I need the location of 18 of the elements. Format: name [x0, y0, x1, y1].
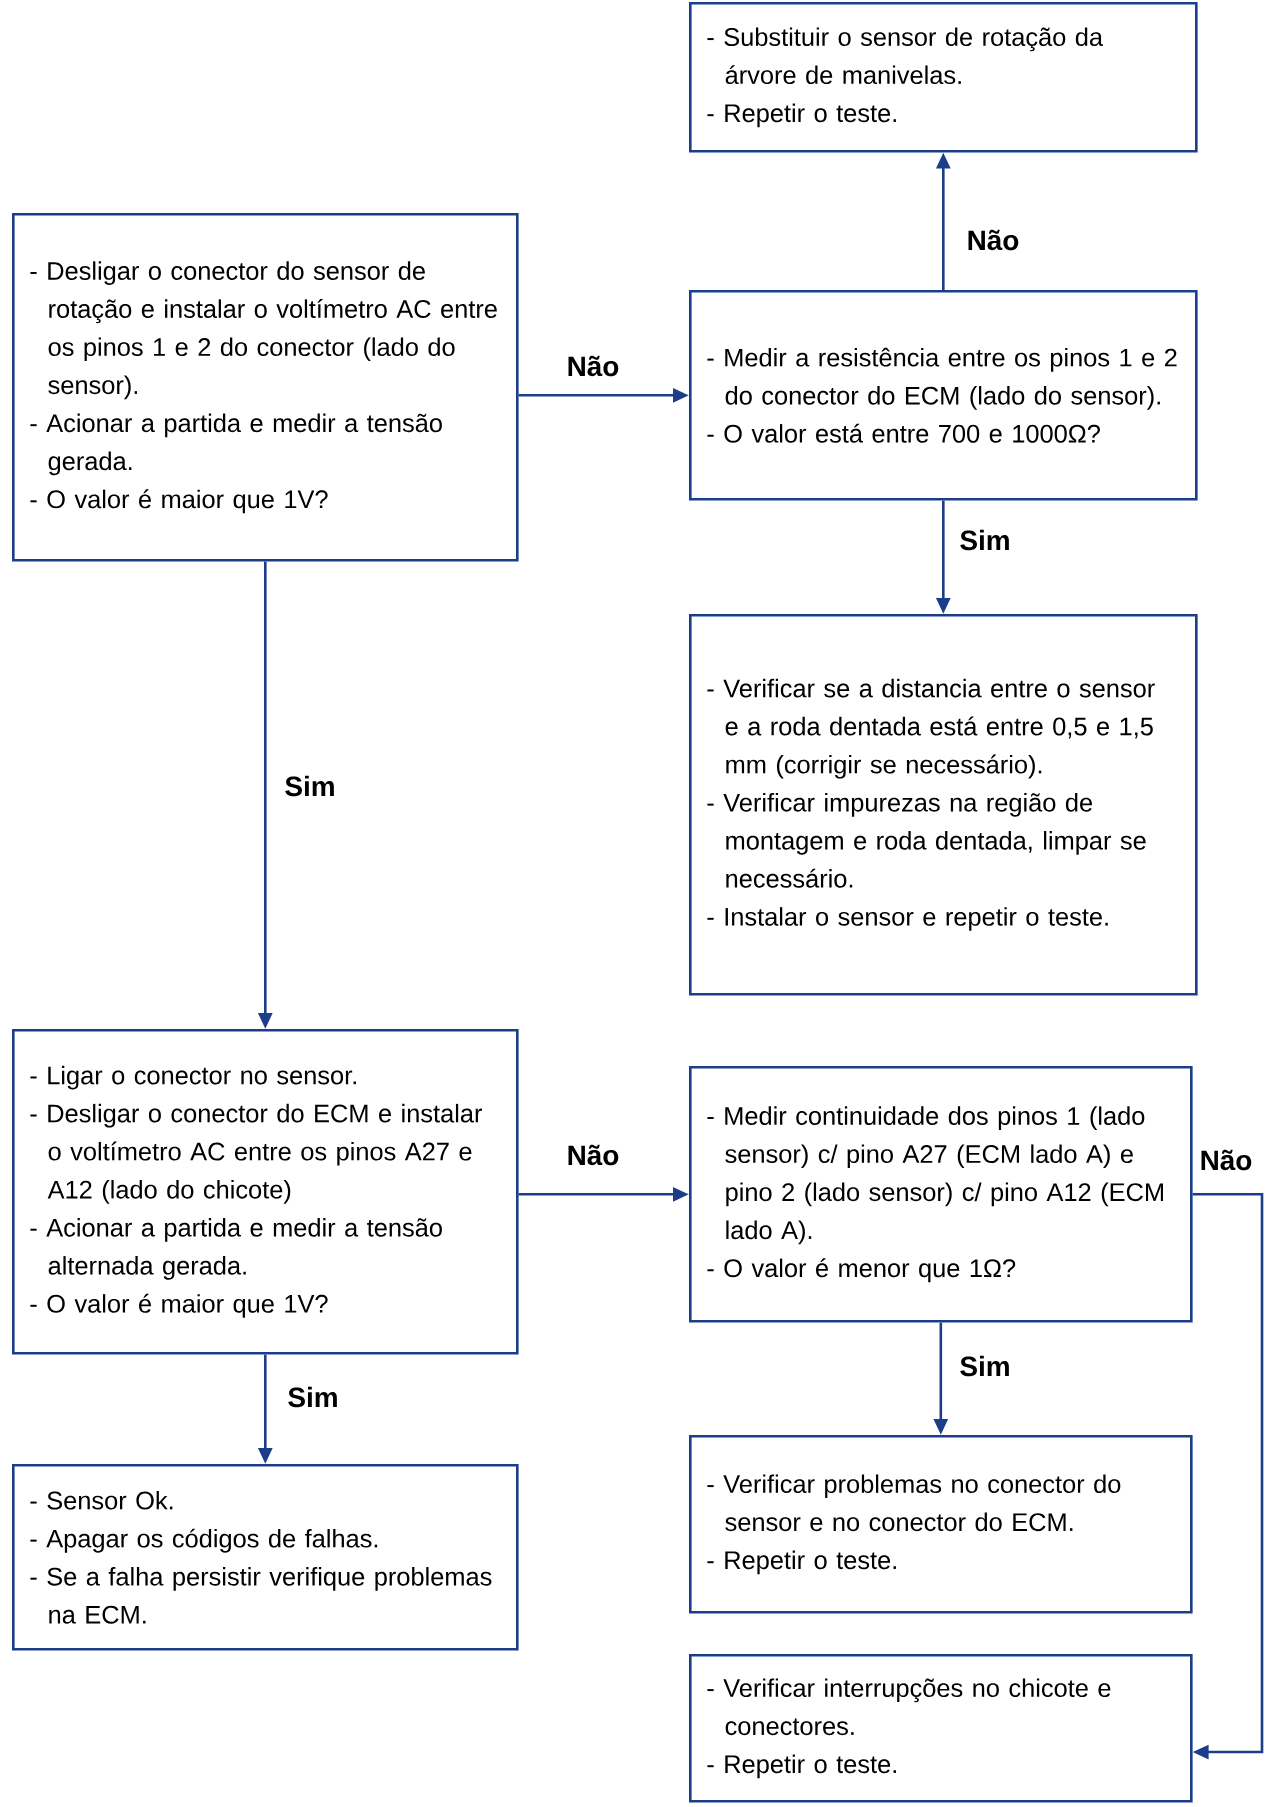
process-box: - Sensor Ok. - Apagar os códigos de falhas. - Se a falha persistir verifique problemas na ECM.	[12, 1464, 519, 1651]
edge-label: Sim	[957, 527, 1013, 553]
edge-label: Não	[964, 227, 1022, 253]
edge-label: Sim	[285, 1384, 341, 1410]
process-box: - Verificar problemas no conector do sensor e no conector do ECM. - Repetir o teste.	[689, 1435, 1193, 1614]
edge-label: Não	[564, 353, 622, 379]
edge-label: Sim	[957, 1353, 1013, 1379]
process-box: - Verificar se a distancia entre o sensor e a roda dentada está entre 0,5 e 1,5 mm (corrigir se necessário). - Verificar impurezas na região de montagem e roda dentada, limpar se necessário. - Instalar o sensor e repetir o teste.	[689, 614, 1198, 996]
edge-label: Sim	[282, 773, 338, 799]
process-box: - Desligar o conector do sensor de rotação e instalar o voltímetro AC entre os pinos 1 e 2 do conector (lado do sensor). - Acionar a partida e medir a tensão gerada. - O valor é maior que 1V?	[12, 213, 519, 562]
edge-label: Não	[1197, 1147, 1255, 1173]
process-box: - Substituir o sensor de rotação da árvore de manivelas. - Repetir o teste.	[689, 2, 1198, 153]
arrow	[1192, 1193, 1264, 1760]
edge-label: Não	[564, 1142, 622, 1168]
process-box: - Verificar interrupções no chicote e conectores. - Repetir o teste.	[689, 1654, 1193, 1803]
process-box: - Ligar o conector no sensor. - Desligar o conector do ECM e instalar o voltímetro AC entre os pinos A27 e A12 (lado do chicote) - Acionar a partida e medir a tensão alternada gerada. - O valor é maior que 1V?	[12, 1029, 519, 1355]
process-box: - Medir continuidade dos pinos 1 (lado sensor) c/ pino A27 (ECM lado A) e pino 2 (lado sensor) c/ pino A12 (ECM lado A). - O valor é menor que 1Ω?	[689, 1066, 1193, 1323]
process-box: - Medir a resistência entre os pinos 1 e 2 do conector do ECM (lado do sensor). - O valor está entre 700 e 1000Ω?	[689, 290, 1198, 501]
